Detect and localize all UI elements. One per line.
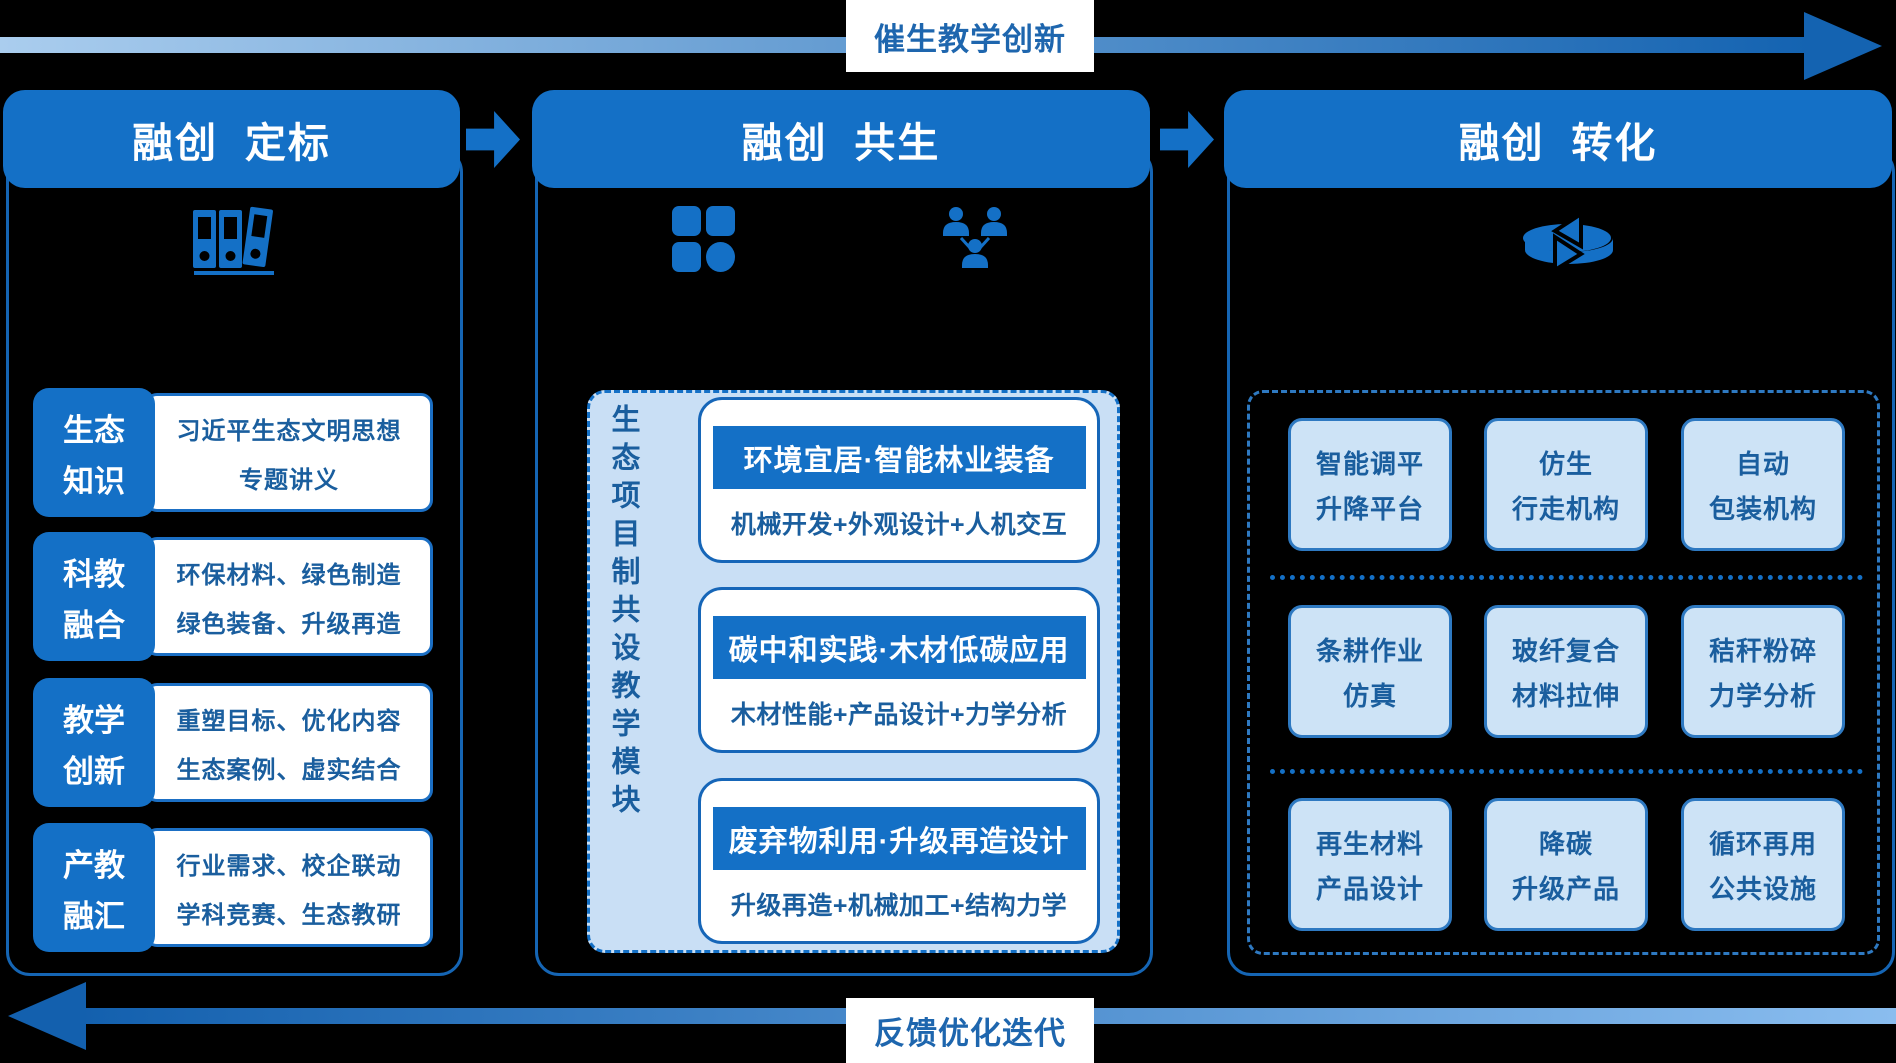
cycle-icon bbox=[1523, 212, 1613, 272]
row-label: 科教 融合 bbox=[33, 532, 155, 661]
module-waste-upcycle: 废弃物利用·升级再造设计 升级再造+机械加工+结构力学 bbox=[698, 778, 1100, 944]
module-title-bar: 废弃物利用·升级再造设计 bbox=[712, 807, 1086, 870]
grid-separator bbox=[1270, 769, 1863, 774]
row-content-line: 行业需求、校企联动 bbox=[176, 852, 402, 880]
row-label: 教学 创新 bbox=[33, 678, 155, 807]
column-define-header: 融创 定标 bbox=[3, 90, 460, 188]
row-content-line: 绿色装备、升级再造 bbox=[176, 610, 402, 638]
module-forestry-equipment: 环境宜居·智能林业装备 机械开发+外观设计+人机交互 bbox=[698, 397, 1100, 563]
right-arrowhead-icon bbox=[1804, 12, 1882, 80]
eco-panel-vertical-label: 生态项目制共设教学模块 bbox=[607, 404, 639, 822]
cell-leveling-platform: 智能调平 升降平台 bbox=[1288, 418, 1452, 551]
define-row-industry-edu: 行业需求、校企联动 学科竞赛、生态教研 产教 融汇 bbox=[33, 823, 433, 952]
row-content-line: 重塑目标、优化内容 bbox=[176, 707, 402, 735]
define-row-sci-edu: 环保材料、绿色制造 绿色装备、升级再造 科教 融合 bbox=[33, 532, 433, 661]
flow-arrow-icon-2 bbox=[1160, 111, 1214, 168]
grid-icon bbox=[672, 206, 735, 272]
bottom-banner: 反馈优化迭代 bbox=[846, 998, 1094, 1063]
row-content: 行业需求、校企联动 学科竞赛、生态教研 bbox=[145, 828, 433, 947]
binders-icon bbox=[193, 206, 274, 275]
row-label: 产教 融汇 bbox=[33, 823, 155, 952]
row-content: 重塑目标、优化内容 生态案例、虚实结合 bbox=[145, 683, 433, 802]
cell-straw-crushing: 秸秆粉碎 力学分析 bbox=[1681, 605, 1845, 738]
row-content-line: 习近平生态文明思想 bbox=[176, 417, 402, 445]
cell-recycled-product: 再生材料 产品设计 bbox=[1288, 798, 1452, 931]
module-subtitle: 升级再造+机械加工+结构力学 bbox=[730, 892, 1068, 920]
row-content-line: 环保材料、绿色制造 bbox=[176, 561, 402, 589]
row-label: 生态 知识 bbox=[33, 388, 155, 517]
cell-auto-packaging: 自动 包装机构 bbox=[1681, 418, 1845, 551]
cell-low-carbon-product: 降碳 升级产品 bbox=[1484, 798, 1648, 931]
row-content: 环保材料、绿色制造 绿色装备、升级再造 bbox=[145, 537, 433, 656]
row-content-line: 学科竞赛、生态教研 bbox=[176, 901, 402, 929]
left-arrowhead-icon bbox=[8, 982, 86, 1050]
row-content-line: 专题讲义 bbox=[239, 466, 339, 494]
cell-strip-tillage-sim: 条耕作业 仿真 bbox=[1288, 605, 1452, 738]
row-content-line: 生态案例、虚实结合 bbox=[176, 756, 402, 784]
module-subtitle: 木材性能+产品设计+力学分析 bbox=[730, 701, 1068, 729]
module-title-bar: 环境宜居·智能林业装备 bbox=[712, 426, 1086, 489]
top-banner-label: 催生教学创新 bbox=[874, 21, 1066, 57]
top-banner: 催生教学创新 bbox=[846, 0, 1094, 72]
cell-fiberglass-tension: 玻纤复合 材料拉伸 bbox=[1484, 605, 1648, 738]
module-title-bar: 碳中和实践·木材低碳应用 bbox=[712, 616, 1086, 679]
module-carbon-neutral: 碳中和实践·木材低碳应用 木材性能+产品设计+力学分析 bbox=[698, 587, 1100, 753]
define-row-teach-innov: 重塑目标、优化内容 生态案例、虚实结合 教学 创新 bbox=[33, 678, 433, 807]
column-transform-header: 融创 转化 bbox=[1224, 90, 1892, 188]
row-content: 习近平生态文明思想 专题讲义 bbox=[145, 393, 433, 512]
flow-arrow-icon-1 bbox=[466, 111, 520, 168]
define-row-eco-knowledge: 习近平生态文明思想 专题讲义 生态 知识 bbox=[33, 388, 433, 517]
bottom-banner-label: 反馈优化迭代 bbox=[874, 1016, 1066, 1051]
cell-circular-facilities: 循环再用 公共设施 bbox=[1681, 798, 1845, 931]
cell-bionic-walker: 仿生 行走机构 bbox=[1484, 418, 1648, 551]
team-icon bbox=[943, 207, 1007, 268]
module-subtitle: 机械开发+外观设计+人机交互 bbox=[730, 511, 1068, 539]
grid-separator bbox=[1270, 575, 1863, 580]
column-symbiosis-header: 融创 共生 bbox=[532, 90, 1150, 188]
transform-grid-panel: 智能调平 升降平台 仿生 行走机构 自动 包装机构 条耕作业 仿真 玻纤复合 材… bbox=[1247, 390, 1880, 955]
